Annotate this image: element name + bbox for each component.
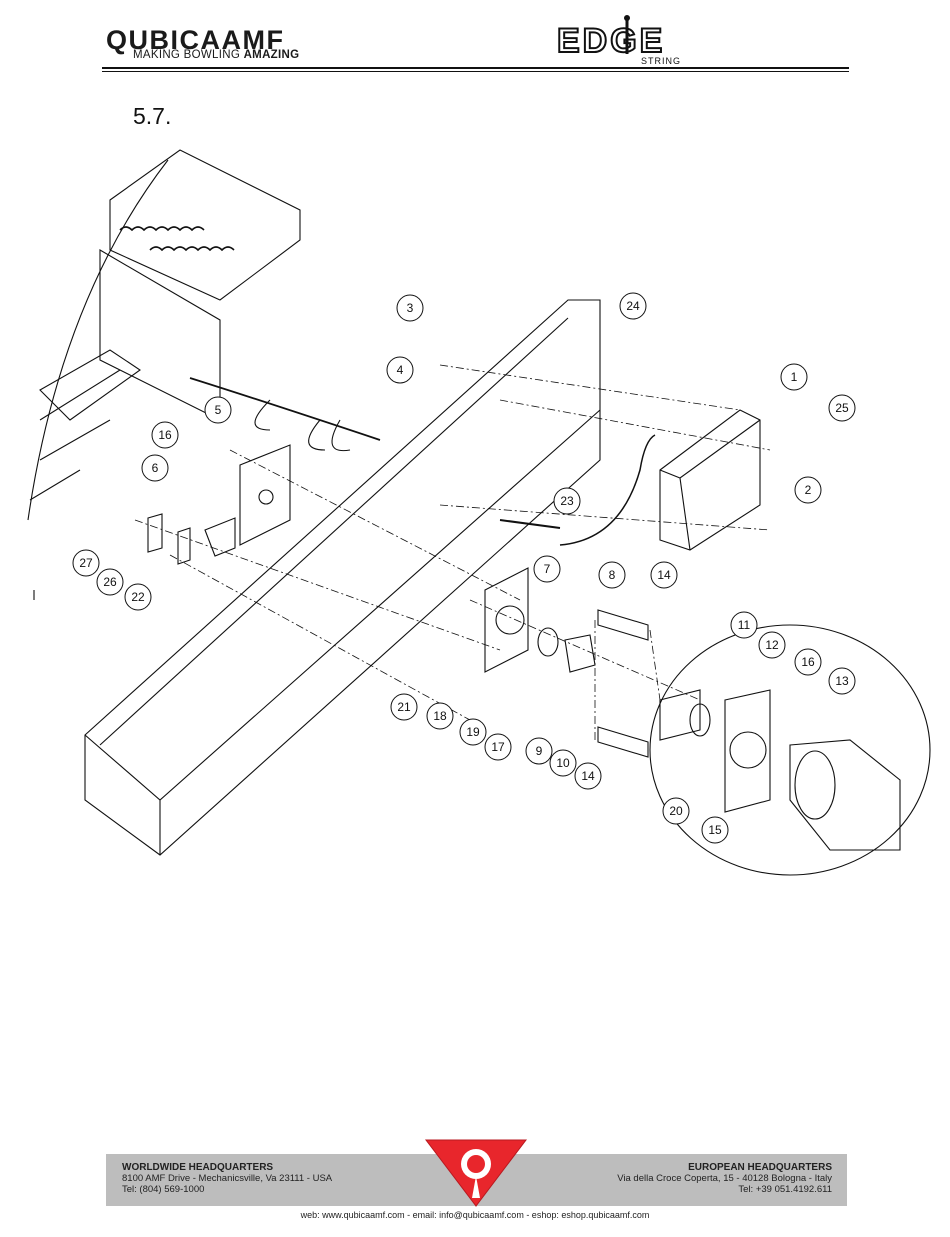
svg-text:1: 1 bbox=[791, 370, 798, 384]
svg-text:5: 5 bbox=[215, 403, 222, 417]
svg-text:10: 10 bbox=[556, 756, 570, 770]
svg-text:4: 4 bbox=[397, 363, 404, 377]
callout-5: 5 bbox=[204, 396, 232, 424]
svg-text:18: 18 bbox=[433, 709, 447, 723]
callout-18: 17 bbox=[484, 733, 512, 761]
motor-plate bbox=[724, 689, 771, 813]
callout-13: 13 bbox=[828, 667, 856, 695]
callout-25: 22 bbox=[124, 583, 152, 611]
european-hq: EUROPEAN HEADQUARTERS Via della Croce Co… bbox=[617, 1162, 832, 1195]
svg-text:16: 16 bbox=[801, 655, 815, 669]
wire-harness bbox=[189, 377, 381, 441]
svg-text:27: 27 bbox=[79, 556, 93, 570]
callout-7: 7 bbox=[533, 555, 561, 583]
callout-8: 8 bbox=[598, 561, 626, 589]
callout-22: 24 bbox=[619, 292, 647, 320]
callout-14-bottom: 14 bbox=[574, 762, 602, 790]
tagline-bold: AMAZING bbox=[243, 49, 300, 61]
callout-9: 9 bbox=[525, 737, 553, 765]
svg-text:22: 22 bbox=[131, 590, 145, 604]
european-hq-address: Via della Croce Coperta, 15 - 40128 Bolo… bbox=[617, 1173, 832, 1184]
svg-text:24: 24 bbox=[626, 299, 640, 313]
callout-20: 18 bbox=[426, 702, 454, 730]
svg-text:23: 23 bbox=[560, 494, 574, 508]
exploded-parts-diagram: 3 24 4 1 25 5 16 6 2 23 27 7 8 14 26 22 … bbox=[27, 149, 931, 876]
diagram-arc bbox=[27, 159, 169, 521]
svg-text:13: 13 bbox=[835, 674, 849, 688]
svg-text:14: 14 bbox=[581, 769, 595, 783]
svg-text:16: 16 bbox=[158, 428, 172, 442]
callout-14-top: 14 bbox=[650, 561, 678, 589]
svg-text:26: 26 bbox=[103, 575, 117, 589]
svg-text:12: 12 bbox=[765, 638, 779, 652]
svg-text:20: 20 bbox=[669, 804, 683, 818]
plate-5 bbox=[239, 444, 291, 546]
callout-15: 15 bbox=[701, 816, 729, 844]
springs bbox=[119, 226, 235, 252]
callout-17: 20 bbox=[662, 797, 690, 825]
european-hq-title: EUROPEAN HEADQUARTERS bbox=[688, 1162, 832, 1173]
product-sub: STRING bbox=[641, 56, 681, 66]
brand-name: QUBICAAMF bbox=[106, 25, 285, 55]
svg-text:19: 19 bbox=[466, 725, 480, 739]
callout-26: 26 bbox=[96, 568, 124, 596]
section-number: 5.7. bbox=[133, 103, 172, 129]
callout-23: 25 bbox=[828, 394, 856, 422]
callout-1: 1 bbox=[780, 363, 808, 391]
svg-text:11: 11 bbox=[738, 618, 751, 632]
callout-4: 4 bbox=[386, 356, 414, 384]
svg-text:9: 9 bbox=[536, 744, 543, 758]
svg-text:6: 6 bbox=[152, 461, 159, 475]
motor-detail-circle bbox=[649, 624, 931, 876]
svg-text:3: 3 bbox=[407, 301, 414, 315]
upper-bracket bbox=[109, 149, 301, 301]
callout-3: 3 bbox=[396, 294, 424, 322]
callout-19: 19 bbox=[459, 718, 487, 746]
tagline-plain: MAKING BOWLING bbox=[133, 49, 244, 61]
header-rule-thin bbox=[102, 71, 849, 72]
svg-text:21: 21 bbox=[397, 700, 411, 714]
callout-16-right: 16 bbox=[794, 648, 822, 676]
callout-10: 10 bbox=[549, 749, 577, 777]
callout-11: 11 bbox=[730, 611, 758, 639]
qubicaamf-emblem bbox=[424, 1139, 528, 1207]
header-rule bbox=[102, 67, 849, 69]
worldwide-hq-address: 8100 AMF Drive - Mechanicsville, Va 2311… bbox=[122, 1173, 333, 1184]
qubicaamf-logo: QUBICAAMF MAKING BOWLING AMAZING bbox=[106, 25, 341, 65]
worldwide-hq-phone: Tel: (804) 569-1000 bbox=[122, 1184, 205, 1195]
callout-6: 6 bbox=[141, 454, 169, 482]
svg-text:8: 8 bbox=[609, 568, 616, 582]
main-frame-beam bbox=[84, 299, 601, 856]
callout-2: 2 bbox=[794, 476, 822, 504]
edge-string-logo: EDGE STRING bbox=[556, 15, 681, 66]
callout-21: 23 bbox=[553, 487, 581, 515]
svg-text:2: 2 bbox=[805, 483, 812, 497]
callout-27: 27 bbox=[72, 549, 100, 577]
product-name: EDGE bbox=[557, 22, 665, 60]
worldwide-hq: WORLDWIDE HEADQUARTERS 8100 AMF Drive - … bbox=[122, 1162, 332, 1195]
european-hq-phone: Tel: +39 051.4192.611 bbox=[738, 1184, 832, 1195]
svg-text:17: 17 bbox=[491, 740, 505, 754]
worldwide-hq-title: WORLDWIDE HEADQUARTERS bbox=[122, 1162, 274, 1173]
footer-contact-line: web: www.qubicaamf.com - email: info@qub… bbox=[300, 1210, 650, 1220]
page-header: QUBICAAMF MAKING BOWLING AMAZING EDGE ST… bbox=[0, 0, 950, 80]
brand-tagline: MAKING BOWLING AMAZING bbox=[133, 49, 299, 61]
svg-text:14: 14 bbox=[657, 568, 671, 582]
callout-12: 12 bbox=[758, 631, 786, 659]
callout-24: 21 bbox=[390, 693, 418, 721]
svg-text:15: 15 bbox=[708, 823, 722, 837]
svg-text:25: 25 bbox=[835, 401, 849, 415]
stepper-motor bbox=[789, 739, 901, 851]
cover-box bbox=[659, 409, 761, 551]
callout-16-left: 16 bbox=[151, 421, 179, 449]
svg-text:7: 7 bbox=[544, 562, 551, 576]
